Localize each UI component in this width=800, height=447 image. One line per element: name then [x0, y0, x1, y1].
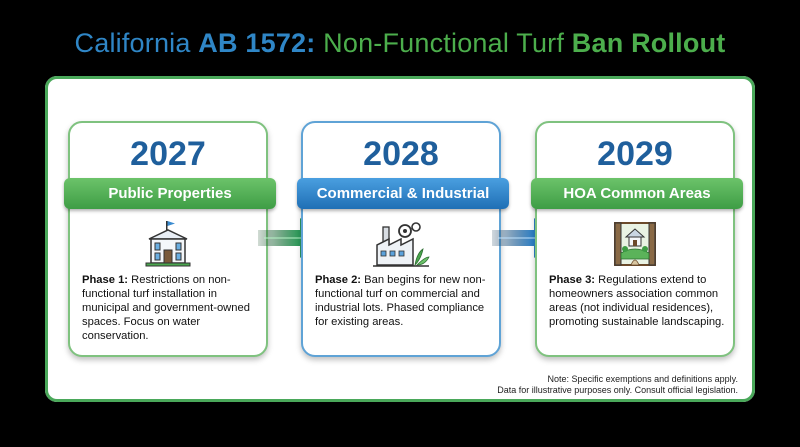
phase-text: Restrictions on non-functional turf inst…: [82, 274, 250, 342]
phase-description: Phase 2: Ban begins for new non-function…: [315, 273, 495, 329]
title-subject: Non-Functional Turf: [323, 28, 565, 58]
title-bill: AB 1572:: [198, 28, 316, 58]
phase-banner: Public Properties: [64, 178, 276, 209]
phase-lead: Phase 2:: [315, 274, 362, 286]
phase-card-2029: 2029 HOA Common Areas Phase 3: Regulatio…: [531, 121, 743, 357]
phase-description: Phase 3: Regulations extend to homeowner…: [549, 273, 729, 329]
phase-banner: Commercial & Industrial: [297, 178, 509, 209]
phase-text: Regulations extend to homeowners associa…: [549, 274, 725, 328]
phase-card-2027: 2027 Public Properties Phase 1: Restrict…: [64, 121, 276, 357]
phase-card-2028: 2028 Commercial & Industrial Phase 2: Ba…: [297, 121, 509, 357]
phase-year: 2029: [597, 135, 673, 173]
phase-lead: Phase 3:: [549, 274, 596, 286]
phase-text: Ban begins for new non-functional turf o…: [315, 274, 486, 328]
footnote-line-1: Note: Specific exemptions and definition…: [547, 374, 738, 384]
footnote: Note: Specific exemptions and definition…: [497, 374, 738, 396]
phase-year: 2028: [363, 135, 439, 173]
phase-description: Phase 1: Restrictions on non-functional …: [82, 273, 262, 343]
community-park-icon: [614, 222, 656, 266]
phase-year: 2027: [130, 135, 206, 173]
page-title: California AB 1572: Non-Functional Turf …: [0, 28, 800, 59]
phase-banner: HOA Common Areas: [531, 178, 743, 209]
factory-icon: [373, 222, 430, 267]
title-california: California: [74, 28, 191, 58]
government-building-icon: [145, 221, 191, 267]
title-rollout: Ban Rollout: [571, 28, 726, 58]
phase-lead: Phase 1:: [82, 274, 129, 286]
footnote-line-2: Data for illustrative purposes only. Con…: [497, 385, 738, 395]
